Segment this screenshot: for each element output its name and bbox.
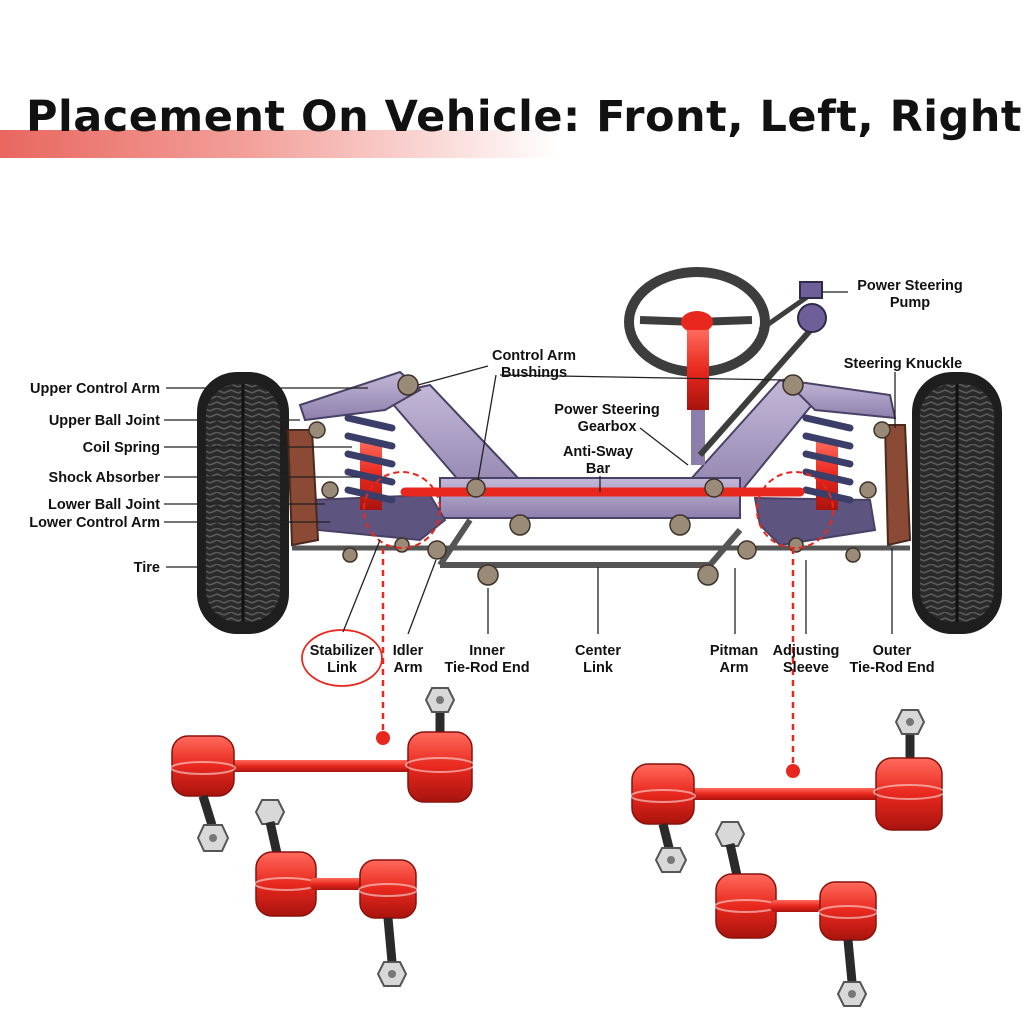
right-tire	[912, 372, 1002, 634]
label-center-link-1: Center	[575, 643, 621, 659]
stabilizer-link-product-left-short	[254, 799, 418, 987]
label-adjusting-sleeve-1: Adjusting	[773, 643, 840, 659]
label-inner-tie-rod-1: Inner	[469, 643, 505, 659]
part-labels: Upper Control Arm Upper Ball Joint Coil …	[29, 278, 963, 676]
bushing-nuts	[308, 374, 891, 586]
label-upper-control-arm: Upper Control Arm	[30, 381, 160, 397]
right-coil-spring	[802, 414, 854, 510]
page-title: Placement On Vehicle: Front, Left, Right	[26, 92, 1022, 142]
label-outer-tie-rod-1: Outer	[873, 643, 912, 659]
label-outer-tie-rod-2: Tie-Rod End	[849, 660, 934, 676]
label-stabilizer-link-1: Stabilizer	[310, 643, 375, 659]
stabilizer-link-product-right-short	[714, 821, 878, 1007]
left-stabilizer-highlight	[363, 471, 441, 549]
label-power-steering-pump-2: Pump	[890, 295, 930, 311]
label-tire: Tire	[134, 560, 160, 576]
steering-wheel	[624, 267, 770, 465]
label-center-link-2: Link	[583, 660, 614, 676]
right-knuckle	[883, 424, 912, 547]
label-power-steering-gearbox-2: Gearbox	[578, 419, 637, 435]
label-power-steering-gearbox-1: Power Steering	[554, 402, 660, 418]
label-stabilizer-link-2: Link	[327, 660, 358, 676]
label-anti-sway-bar-2: Bar	[586, 461, 611, 477]
right-drop-dot	[786, 764, 800, 778]
left-drop-dot	[376, 731, 390, 745]
label-idler-arm-2: Arm	[393, 660, 422, 676]
label-power-steering-pump-1: Power Steering	[857, 278, 963, 294]
stabilizer-link-product-right-long	[630, 709, 945, 873]
label-steering-knuckle: Steering Knuckle	[844, 356, 962, 372]
label-shock-absorber: Shock Absorber	[49, 470, 161, 486]
label-coil-spring: Coil Spring	[83, 440, 160, 456]
label-lower-control-arm: Lower Control Arm	[29, 515, 160, 531]
label-upper-ball-joint: Upper Ball Joint	[49, 413, 160, 429]
power-steering-pump	[697, 281, 827, 457]
label-lower-ball-joint: Lower Ball Joint	[48, 497, 160, 513]
left-tire	[197, 372, 289, 634]
left-knuckle	[286, 429, 320, 547]
left-coil-spring	[344, 414, 396, 510]
stabilizer-link-product-left-long	[170, 687, 475, 852]
label-pitman-arm-2: Arm	[719, 660, 748, 676]
title-highlight-band	[0, 130, 560, 158]
label-control-arm-bushings-2: Bushings	[501, 365, 567, 381]
crossmember-frame	[298, 370, 897, 547]
leader-lines	[164, 291, 896, 635]
label-idler-arm-1: Idler	[393, 643, 424, 659]
right-stabilizer-highlight	[756, 471, 834, 549]
label-anti-sway-bar-1: Anti-Sway	[563, 444, 633, 460]
label-pitman-arm-1: Pitman	[710, 643, 758, 659]
label-adjusting-sleeve-2: Sleeve	[783, 660, 829, 676]
label-inner-tie-rod-2: Tie-Rod End	[444, 660, 529, 676]
label-control-arm-bushings-1: Control Arm	[492, 348, 576, 364]
